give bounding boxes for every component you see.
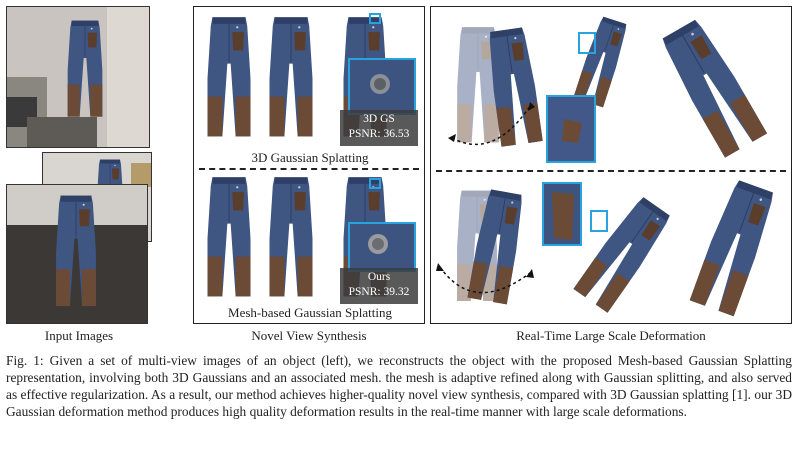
deform-top-small-highlight (578, 32, 596, 54)
deform-bottom-zoom-inset (542, 182, 582, 246)
ours-method-caption: Mesh-based Gaussian Splatting (228, 305, 392, 320)
input-images-label: Input Images (44, 328, 114, 343)
gs-method-label: 3D GS (363, 113, 395, 125)
deform-bottom-small-highlight (590, 210, 608, 232)
ours-method-label: Ours (367, 271, 391, 283)
deformation-bottom-render (434, 175, 788, 320)
ours-psnr-value: PSNR: 39.32 (348, 286, 410, 298)
ours-zoom-inset (348, 222, 416, 272)
novel-view-divider (199, 168, 419, 170)
deformation-divider (436, 170, 786, 172)
input-images-panel (6, 6, 152, 324)
gs-psnr-value: PSNR: 36.53 (348, 128, 410, 140)
gs-zoom-inset (348, 58, 416, 115)
ours-psnr-badge: Ours PSNR: 39.32 (340, 268, 418, 304)
novel-view-label: Novel View Synthesis (251, 328, 367, 343)
input-photo-3 (6, 184, 148, 324)
novel-view-panel (193, 6, 425, 324)
deformation-label: Real-Time Large Scale Deformation (516, 328, 706, 343)
gs-psnr-badge: 3D GS PSNR: 36.53 (340, 110, 418, 146)
deformation-top-render (434, 10, 788, 165)
input-photo-1 (6, 6, 150, 148)
gs-method-caption: 3D Gaussian Splatting (251, 150, 369, 165)
figure-caption: Fig. 1: Given a set of multi-view images… (6, 353, 792, 419)
gs-small-highlight (369, 13, 381, 24)
ours-small-highlight (369, 178, 381, 189)
deformation-panel (430, 6, 792, 324)
deform-top-zoom-inset (546, 95, 596, 163)
